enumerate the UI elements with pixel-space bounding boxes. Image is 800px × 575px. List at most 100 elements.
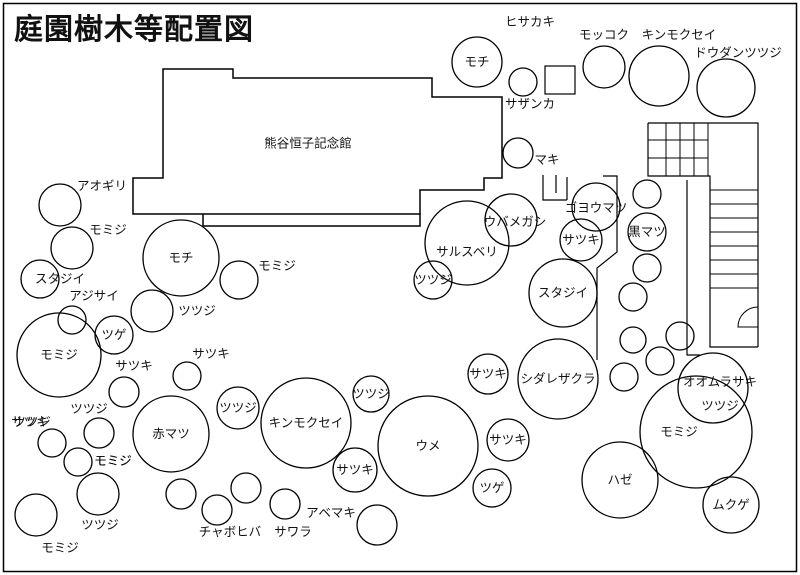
- tree-circle: [108, 376, 140, 408]
- tree-label: ドウダンツツジ: [694, 44, 782, 60]
- building-outline: [132, 68, 503, 215]
- tree-label: サワラ: [274, 523, 312, 539]
- building-label: 熊谷恒子記念館: [264, 135, 352, 151]
- tree-circle: [83, 417, 115, 449]
- tree-circle: [627, 212, 667, 252]
- tree-circle: [142, 219, 220, 297]
- tree-label: スタジイ: [537, 284, 589, 300]
- tree-label: サツキ: [336, 461, 374, 477]
- tree-circle: [130, 289, 174, 333]
- tree-circle: [486, 418, 530, 462]
- tree-layer: [14, 36, 760, 546]
- tree-label: サツキ: [192, 345, 230, 361]
- tree-circle: [632, 179, 662, 209]
- page-title: 庭園樹木等配置図: [14, 12, 255, 46]
- tree-circle: [94, 315, 134, 355]
- tree-circle: [467, 353, 509, 395]
- tree-label: 黒マツ: [628, 223, 666, 239]
- tree-label: サツキ: [115, 357, 153, 373]
- tree-label: モミジ: [660, 423, 698, 439]
- tree-label: モミジ: [258, 257, 296, 273]
- tree-circle: [619, 326, 647, 354]
- tree-label: モミジ: [94, 452, 132, 468]
- tree-circle: [665, 321, 695, 351]
- tree-label: モミジ: [94, 452, 132, 468]
- tree-circle: [528, 258, 598, 328]
- tree-circle: [352, 375, 390, 413]
- tree-label: モチ: [168, 249, 194, 265]
- tree-circle: [50, 226, 94, 270]
- tree-label: キンモクセイ: [641, 26, 717, 42]
- tree-circle: [559, 218, 603, 262]
- tree-label: 赤マツ: [152, 425, 190, 441]
- tree-label: モミジ: [40, 346, 78, 362]
- stone-lantern-square: [544, 65, 576, 95]
- tree-circle: [609, 362, 639, 392]
- tree-label: ツツジ: [81, 516, 119, 532]
- tree-label: ウメ: [415, 437, 441, 453]
- tree-circle: [639, 375, 753, 489]
- tree-circle: [16, 312, 102, 398]
- tree-circle: [216, 386, 260, 430]
- tree-circle: [484, 193, 538, 247]
- tree-circle: [37, 428, 67, 458]
- tree-circle: [632, 253, 662, 283]
- tree-circle: [628, 45, 690, 107]
- tree-label: ゴヨウマツ: [564, 199, 628, 215]
- tree-label: ツツジ: [352, 385, 390, 401]
- tree-label: ツツジ: [414, 271, 452, 287]
- tree-circle: [260, 377, 352, 469]
- stairs: [647, 122, 759, 348]
- tree-circle: [14, 493, 58, 537]
- tree-label: サルスベリ: [436, 243, 498, 259]
- tree-circle: [508, 67, 538, 97]
- building-annex: [202, 214, 421, 227]
- tree-label: モミジ: [41, 539, 79, 555]
- gate-lines: [542, 175, 567, 201]
- tree-circle: [57, 305, 87, 335]
- tree-circle: [696, 58, 756, 118]
- tree-circle: [219, 260, 259, 300]
- tree-circle: [517, 338, 599, 420]
- tree-circle: [424, 200, 510, 286]
- tree-circle: [581, 441, 659, 519]
- walkway-wall-right: [686, 180, 700, 356]
- tree-circle: [377, 395, 479, 497]
- tree-circle: [413, 260, 453, 300]
- tree-circle: [201, 494, 233, 526]
- tree-circle: [38, 183, 82, 227]
- tree-circle: [571, 182, 621, 232]
- tree-label: シダレザクラ: [520, 370, 596, 386]
- tree-label: アベマキ: [306, 504, 356, 520]
- tree-label: サザンカ: [504, 95, 556, 111]
- tree-label: ヒサカキ: [504, 13, 556, 29]
- tree-label: サツキ: [469, 365, 507, 381]
- tree-circle: [172, 361, 202, 391]
- tree-circle: [20, 259, 60, 299]
- tree-label: ツツジ: [219, 399, 257, 415]
- tree-label: アオギリ: [76, 177, 128, 193]
- tree-circle: [472, 468, 512, 508]
- tree-circle: [702, 476, 760, 534]
- tree-label: ツゲ: [101, 326, 127, 342]
- tree-circle: [132, 395, 210, 473]
- tree-label: ツツジ: [13, 413, 51, 429]
- tree-circle: [451, 36, 503, 88]
- tree-label: ムクゲ: [712, 496, 750, 512]
- tree-circle: [165, 478, 197, 510]
- tree-label: サツキ: [11, 413, 49, 429]
- tree-label: モッコク: [578, 26, 630, 42]
- tree-label: チャボヒバ: [198, 523, 262, 539]
- tree-label: サツキ: [489, 431, 527, 447]
- tree-label: ツツジ: [70, 400, 108, 416]
- tree-label: ツゲ: [479, 479, 505, 495]
- tree-circle: [356, 504, 398, 546]
- tree-circle: [76, 472, 120, 516]
- tree-label: ウバメガシ: [483, 213, 547, 229]
- tree-label: オオムラサキ: [682, 373, 758, 389]
- tree-circle: [230, 472, 262, 504]
- tree-circle: [645, 346, 675, 376]
- tree-circle: [502, 137, 534, 169]
